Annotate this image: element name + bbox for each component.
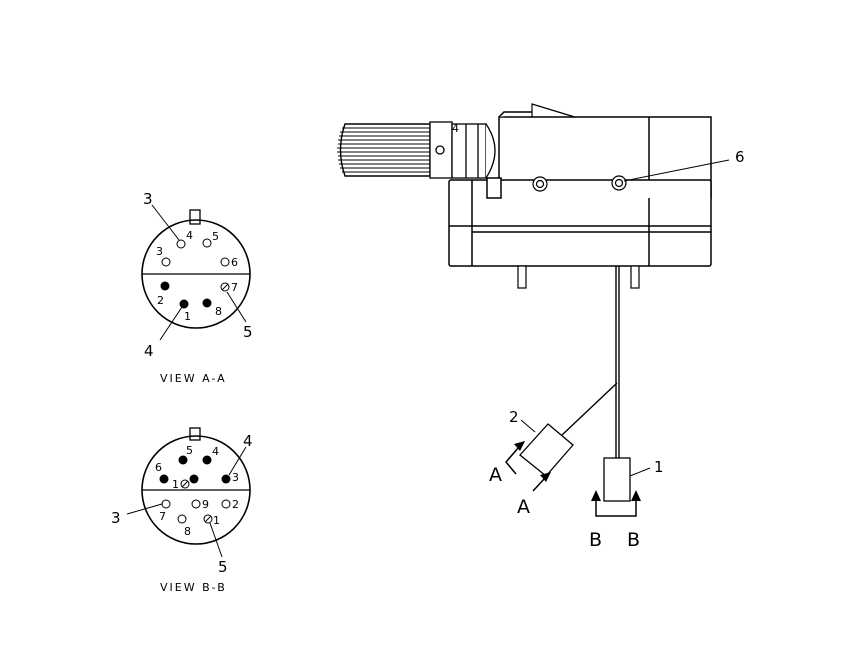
section-b-left: B bbox=[589, 529, 602, 551]
callout-1: 1 bbox=[654, 458, 664, 476]
view-a-pin-4-label: 4 bbox=[186, 229, 193, 242]
section-b-right: B bbox=[627, 529, 640, 551]
view-b-callout-4: 4 bbox=[243, 432, 253, 450]
view-b-pin-4-label: 4 bbox=[212, 445, 219, 458]
view-b-callout-3: 3 bbox=[111, 509, 121, 527]
barrel-mark: 4 bbox=[452, 122, 459, 135]
view-b-pin-6-label: 6 bbox=[155, 461, 162, 474]
section-a-right: A bbox=[517, 496, 530, 518]
view-b-pin-11-label: 1 bbox=[213, 514, 220, 527]
view-a-leaders bbox=[151, 204, 247, 341]
view-a-pin-5-label: 5 bbox=[212, 230, 219, 243]
connector-barrel bbox=[429, 121, 496, 179]
view-b-pin-5-label: 5 bbox=[186, 444, 193, 457]
cable bbox=[561, 266, 620, 458]
callout-6: 6 bbox=[735, 148, 745, 166]
mounting-pins bbox=[517, 265, 640, 289]
assembly-leaders bbox=[520, 159, 730, 477]
view-a-filled-pins bbox=[160, 281, 212, 309]
view-b-pin-slashes bbox=[181, 480, 212, 523]
section-a-arrows bbox=[505, 446, 546, 492]
view-b-connector bbox=[141, 427, 251, 545]
view-a-pin-6-label: 6 bbox=[231, 256, 238, 269]
view-b-leaders bbox=[126, 446, 247, 558]
view-a-callout-5: 5 bbox=[243, 323, 253, 341]
knurl-lines bbox=[337, 127, 430, 173]
view-a-callout-4: 4 bbox=[144, 342, 154, 360]
view-b-pin-7-label: 7 bbox=[159, 510, 166, 523]
section-b-arrows bbox=[595, 500, 637, 517]
view-a-pin-7-slash bbox=[221, 283, 229, 291]
view-a-pin-1-label: 1 bbox=[184, 310, 191, 323]
view-a-caption: VIEW A-A bbox=[160, 372, 227, 385]
view-b-pin-3-label: 3 bbox=[232, 471, 239, 484]
view-b-caption: VIEW B-B bbox=[160, 581, 227, 594]
section-a-left: A bbox=[489, 464, 502, 486]
section-a-arrowheads bbox=[514, 441, 551, 482]
view-a-callout-3: 3 bbox=[143, 190, 153, 208]
view-b-pin-8-label: 8 bbox=[184, 525, 191, 538]
callout-2: 2 bbox=[509, 408, 519, 426]
connector-1 bbox=[603, 457, 631, 502]
screw-heads bbox=[532, 175, 627, 192]
view-a-pin-3-label: 3 bbox=[156, 245, 163, 258]
view-b-pin-2-label: 2 bbox=[232, 498, 239, 511]
view-a-connector bbox=[141, 209, 251, 329]
view-b-filled-pins bbox=[159, 455, 231, 484]
section-b-arrowheads bbox=[591, 490, 641, 501]
view-b-callout-5: 5 bbox=[218, 558, 228, 576]
view-a-pin-2-label: 2 bbox=[157, 294, 164, 307]
knurled-knob bbox=[337, 123, 431, 177]
view-b-pin-9-label: 9 bbox=[202, 498, 209, 511]
view-a-open-pins bbox=[161, 238, 230, 267]
view-a-pin-7-label: 7 bbox=[231, 281, 238, 294]
valve-body bbox=[448, 103, 712, 267]
view-a-pin-8-label: 8 bbox=[215, 305, 222, 318]
view-b-pin-1-label: 1 bbox=[172, 478, 179, 491]
